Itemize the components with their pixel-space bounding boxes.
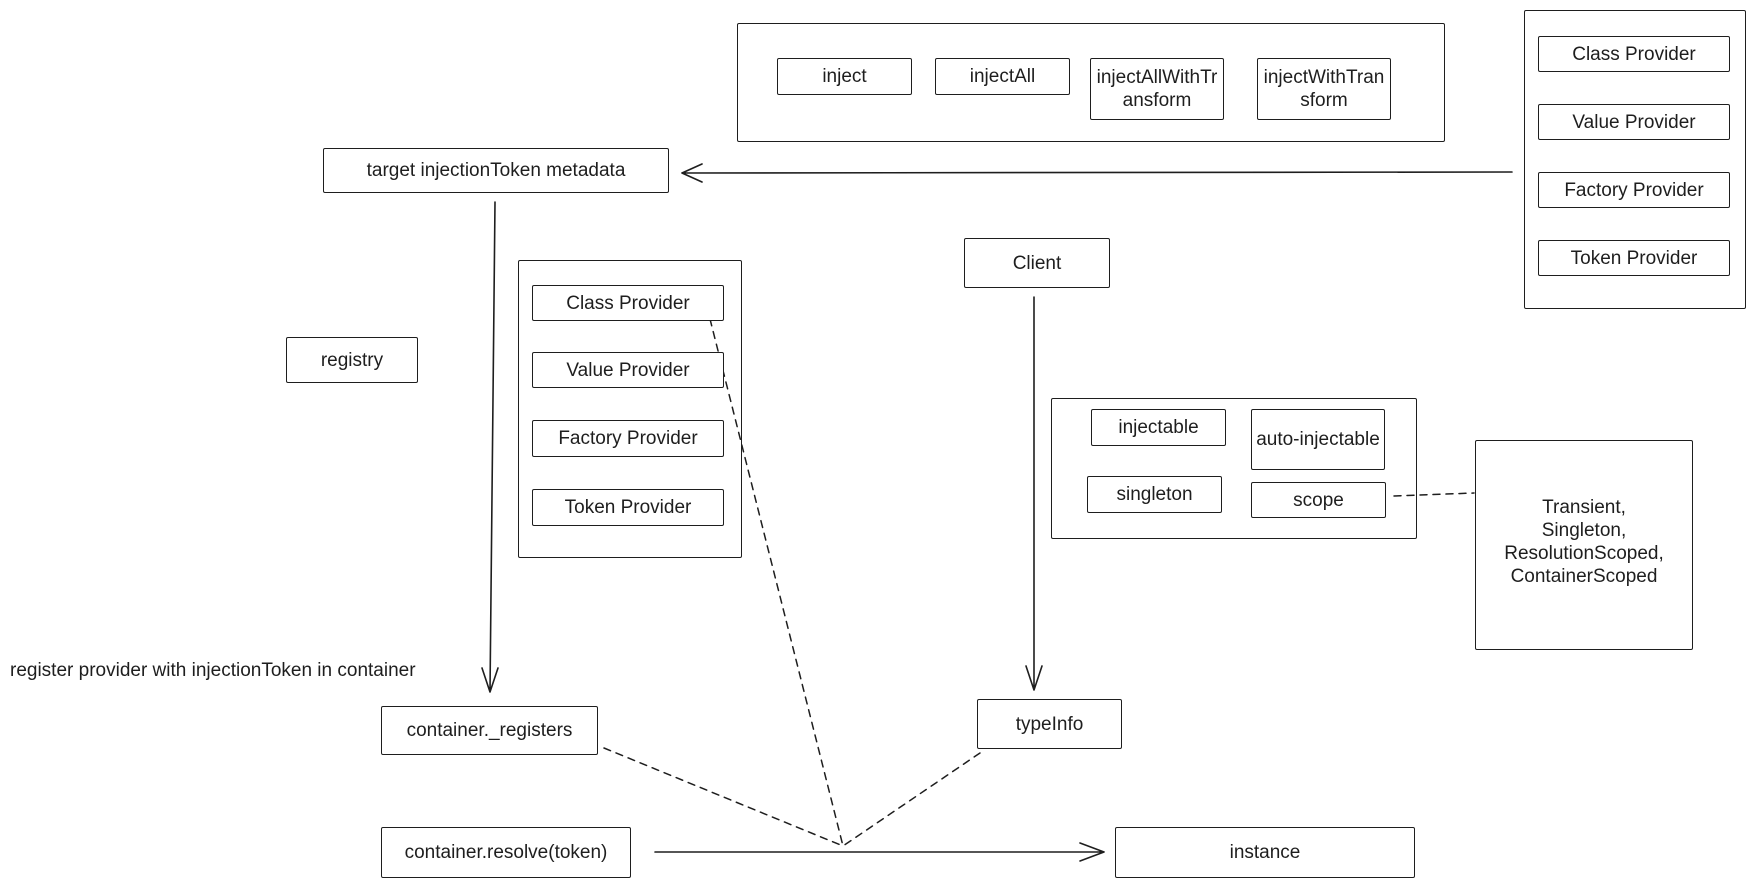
arrow-providers-to-metadata <box>681 163 1513 183</box>
providers-group-middle <box>518 260 742 558</box>
inject-all-with-transform-decorator: injectAllWithTransform <box>1090 58 1224 120</box>
instance-box: instance <box>1115 827 1415 878</box>
scopes-box <box>1475 440 1693 650</box>
class-decorators-group <box>1051 398 1417 539</box>
inject-with-transform-decorator: injectWithTransform <box>1257 58 1391 120</box>
decorators-group <box>737 23 1445 142</box>
providers-group-right <box>1524 10 1746 309</box>
scope-decorator: scope <box>1251 482 1386 518</box>
injectable-decorator: injectable <box>1091 409 1226 446</box>
token-provider-right: Token Provider <box>1538 240 1730 276</box>
auto-injectable-decorator: auto-injectable <box>1251 409 1385 470</box>
container-registers-box: container._registers <box>381 706 598 755</box>
scope-resolution-scoped: ResolutionScoped, <box>1504 543 1664 564</box>
dashed-scope-to-scopes <box>1393 492 1475 497</box>
client-box: Client <box>964 238 1110 288</box>
dashed-class-provider-to-resolve <box>709 318 844 847</box>
dashed-typeinfo-to-resolve <box>842 752 981 847</box>
factory-provider-right: Factory Provider <box>1538 172 1730 208</box>
inject-decorator: inject <box>777 58 912 95</box>
arrow-metadata-to-registers <box>481 201 499 693</box>
inject-all-decorator: injectAll <box>935 58 1070 95</box>
class-provider-right: Class Provider <box>1538 36 1730 72</box>
container-resolve-box: container.resolve(token) <box>381 827 631 878</box>
factory-provider-middle: Factory Provider <box>532 420 724 457</box>
scope-transient: Transient, <box>1542 497 1626 518</box>
register-note: register provider with injectionToken in… <box>10 660 416 681</box>
class-provider-middle: Class Provider <box>532 285 724 321</box>
token-provider-middle: Token Provider <box>532 489 724 526</box>
singleton-decorator: singleton <box>1087 476 1222 513</box>
target-metadata-box: target injectionToken metadata <box>323 148 669 193</box>
scope-singleton: Singleton, <box>1541 520 1627 541</box>
arrow-client-to-typeinfo <box>1025 296 1043 691</box>
dashed-registers-to-resolve <box>603 747 844 847</box>
scopes-text: Transient, Singleton, ResolutionScoped, … <box>1475 496 1693 588</box>
type-info-box: typeInfo <box>977 699 1122 749</box>
value-provider-middle: Value Provider <box>532 352 724 388</box>
scope-container-scoped: ContainerScoped <box>1510 566 1658 587</box>
value-provider-right: Value Provider <box>1538 104 1730 140</box>
registry-box: registry <box>286 337 418 383</box>
arrow-resolve-to-instance <box>654 842 1105 862</box>
